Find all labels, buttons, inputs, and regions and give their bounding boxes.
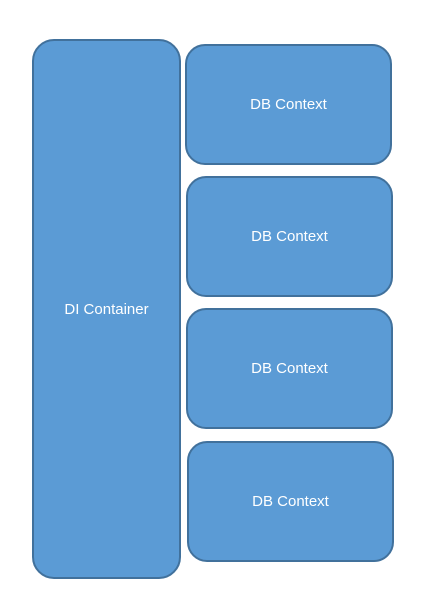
- db-context-box-2: DB Context: [186, 176, 393, 297]
- db-context-label: DB Context: [250, 96, 327, 113]
- db-context-label: DB Context: [251, 360, 328, 377]
- db-context-label: DB Context: [251, 228, 328, 245]
- db-context-box-4: DB Context: [187, 441, 394, 562]
- db-context-label: DB Context: [252, 493, 329, 510]
- db-context-box-1: DB Context: [185, 44, 392, 165]
- db-context-box-3: DB Context: [186, 308, 393, 429]
- di-container-box: DI Container: [32, 39, 181, 579]
- di-container-label: DI Container: [64, 300, 149, 318]
